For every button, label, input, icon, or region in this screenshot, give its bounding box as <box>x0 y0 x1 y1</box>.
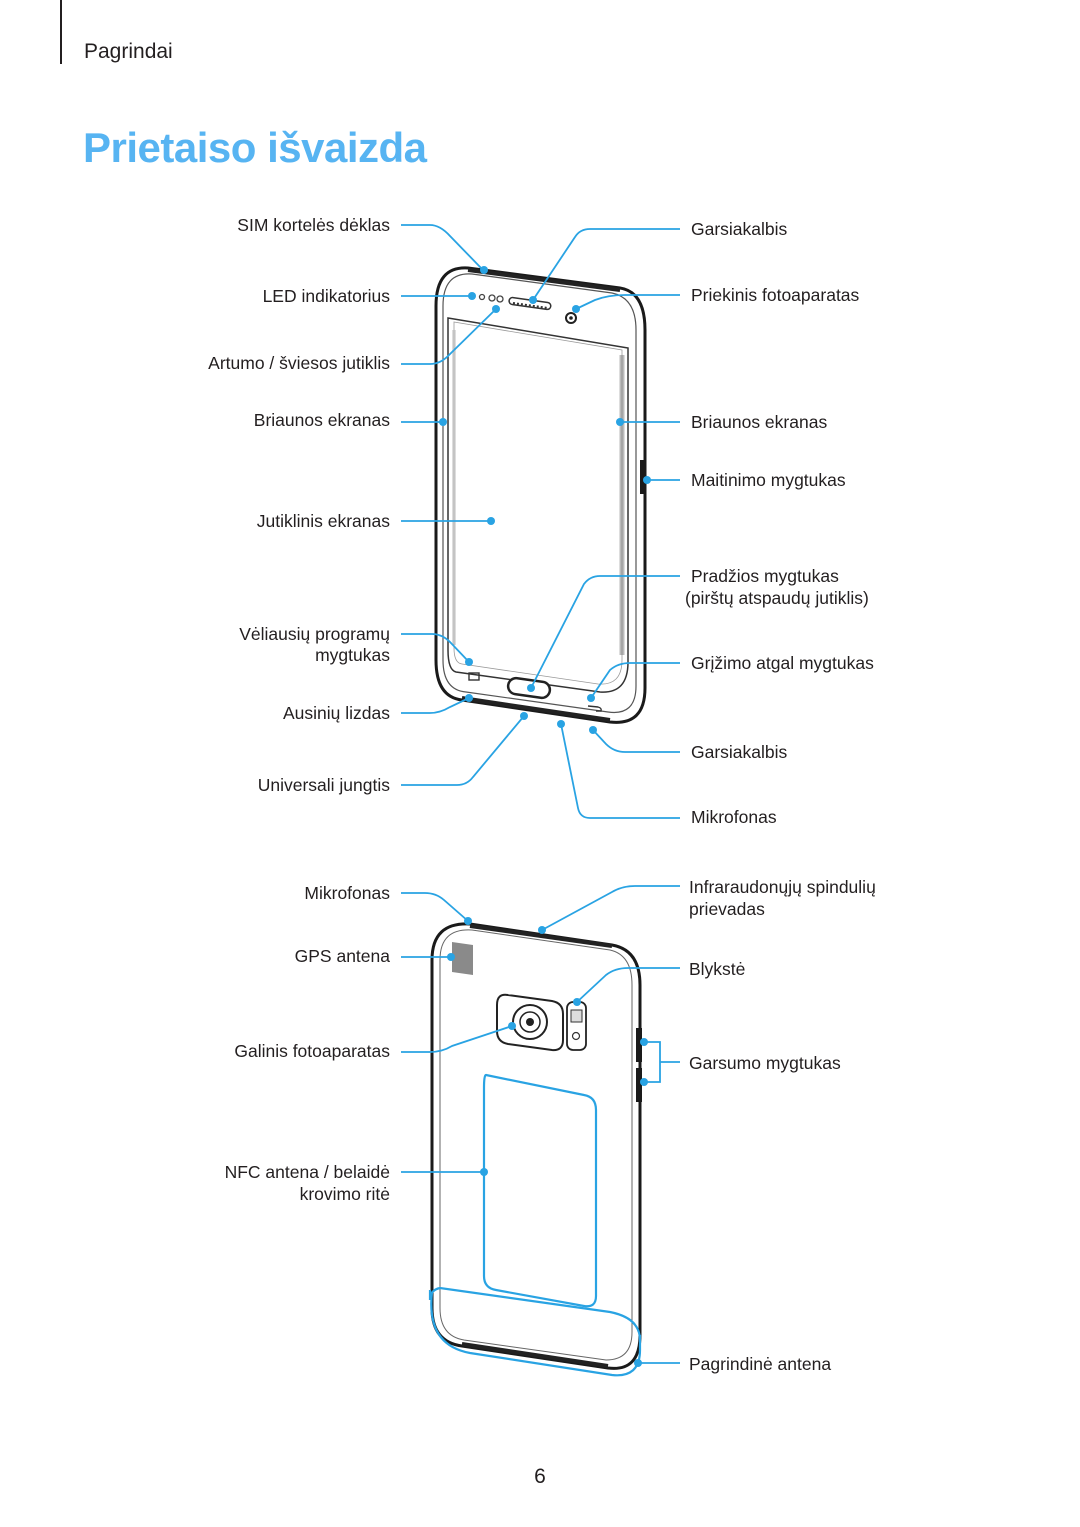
label-front-microphone: Mikrofonas <box>691 807 777 827</box>
back-phone <box>428 922 642 1377</box>
label-home-key-line1: Pradžios mygtukas <box>691 566 839 586</box>
label-nfc-line2: krovimo ritė <box>299 1184 390 1204</box>
label-multipurpose-jack: Universali jungtis <box>257 775 390 795</box>
page-title: Prietaiso išvaizda <box>83 124 427 171</box>
front-phone <box>434 266 647 724</box>
section-label: Pagrindai <box>84 40 173 63</box>
label-volume-key: Garsumo mygtukas <box>689 1053 841 1073</box>
front-leaders <box>401 224 680 819</box>
label-recent-apps-line2: mygtukas <box>315 645 390 665</box>
label-led-indicator: LED indikatorius <box>262 286 390 306</box>
label-edge-screen-right: Briaunos ekranas <box>691 412 828 432</box>
page-number: 6 <box>534 1465 546 1488</box>
label-proximity-sensor: Artumo / šviesos jutiklis <box>208 353 390 373</box>
label-touch-screen: Jutiklinis ekranas <box>256 511 390 531</box>
label-flash: Blykstė <box>689 959 746 979</box>
back-leaders <box>401 885 680 1367</box>
label-sim-tray: SIM kortelės dėklas <box>237 215 390 235</box>
label-rear-camera: Galinis fotoaparatas <box>234 1041 390 1061</box>
label-back-key: Grįžimo atgal mygtukas <box>691 653 874 673</box>
label-edge-screen-left: Briaunos ekranas <box>253 410 390 430</box>
label-bottom-speaker: Garsiakalbis <box>691 742 788 762</box>
label-earpiece-speaker: Garsiakalbis <box>691 219 788 239</box>
label-ir-blaster-line1: Infraraudonųjų spindulių <box>689 877 876 897</box>
label-top-microphone: Mikrofonas <box>304 883 390 903</box>
label-nfc-line1: NFC antena / belaidė <box>224 1162 390 1182</box>
label-recent-apps-line1: Vėliausių programų <box>239 624 390 644</box>
label-front-camera: Priekinis fotoaparatas <box>691 285 860 305</box>
label-main-antenna: Pagrindinė antena <box>689 1354 832 1374</box>
section-rule <box>60 0 62 64</box>
label-gps-antenna: GPS antena <box>294 946 390 966</box>
label-power-key: Maitinimo mygtukas <box>691 470 846 490</box>
label-earphone-jack: Ausinių lizdas <box>283 703 390 723</box>
label-ir-blaster-line2: prievadas <box>689 899 765 919</box>
label-home-key-line2: (pirštų atspaudų jutiklis) <box>685 588 869 608</box>
